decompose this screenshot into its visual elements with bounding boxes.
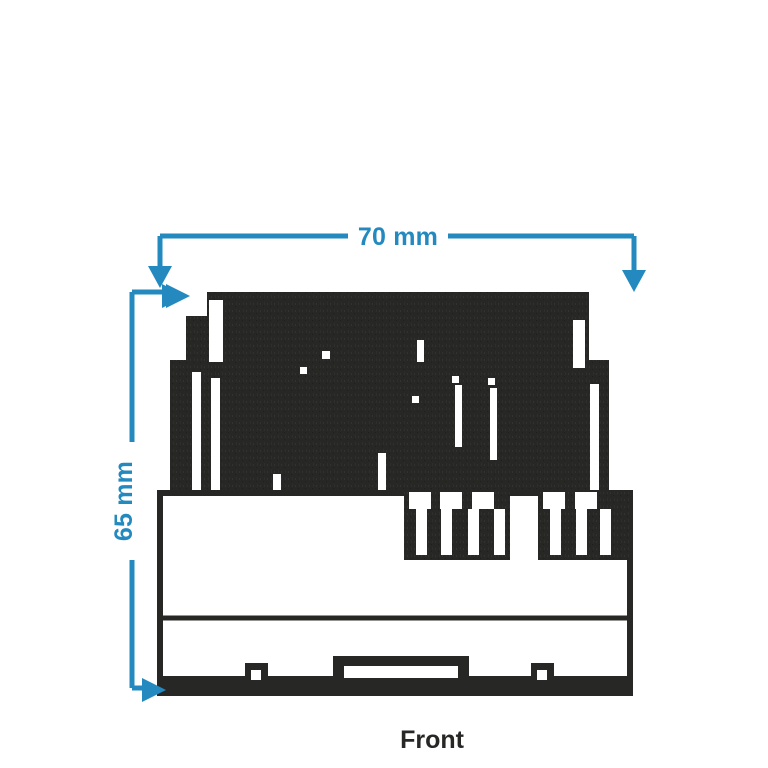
dimension-height: 65 mm — [110, 284, 186, 702]
product-body — [157, 292, 633, 696]
upper-block-shape — [170, 292, 609, 493]
height-arrow-bottom-right-icon — [142, 678, 166, 702]
left-tab-hole — [251, 670, 261, 680]
dimension-width: 70 mm — [148, 223, 646, 308]
height-dimension-label: 65 mm — [110, 461, 138, 541]
connector-block-left — [404, 492, 510, 560]
right-tab-hole — [537, 670, 547, 680]
width-arrow-left-down-icon — [148, 266, 172, 288]
connector-right-slots — [543, 492, 611, 555]
connector-block-right — [538, 492, 630, 560]
center-latch-gap — [344, 666, 458, 678]
connector-left-slots — [409, 492, 505, 555]
upper-block-vents — [192, 300, 599, 493]
width-dimension-label: 70 mm — [358, 223, 438, 251]
upper-terminal-block — [170, 292, 609, 498]
height-arrow-top-right-icon — [162, 284, 186, 308]
din-rail-clip — [163, 656, 627, 691]
width-arrow-right-down-icon — [622, 270, 646, 292]
view-caption: Front — [400, 726, 465, 754]
